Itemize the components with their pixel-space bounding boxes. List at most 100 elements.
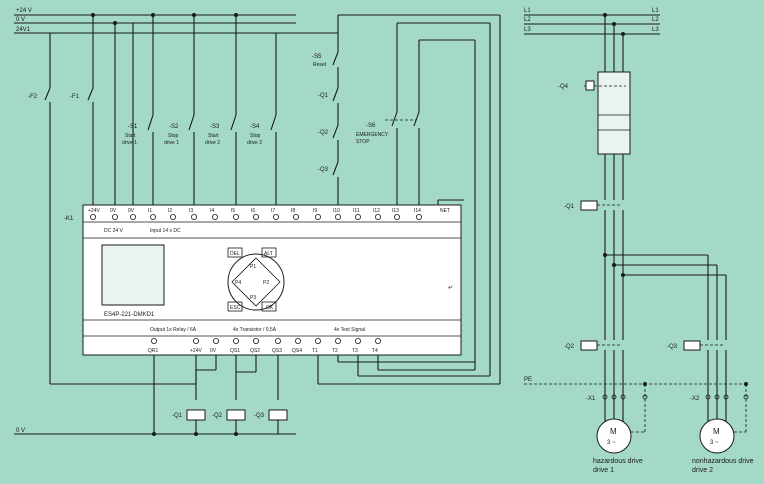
top-terminal-label: 0V [128,208,135,214]
screw-terminal [211,213,218,220]
rail-label-p24: +24 V [16,8,32,14]
input-caption: Input 14 x DC [150,228,181,234]
top-terminal-label: I1 [148,208,152,214]
svg-text:-Q4: -Q4 [558,84,569,90]
top-terminal-label: I11 [353,208,360,214]
svg-text:L1: L1 [652,8,659,14]
motor-1-caption: hazardous drive [593,458,643,465]
coil-q3 [268,409,288,421]
svg-text:M: M [610,427,617,436]
contactor-q3: -Q3 [667,340,727,400]
key-ok: OK [266,305,274,311]
svg-text:L3: L3 [524,27,531,33]
svg-text:drive 1: drive 1 [164,140,179,146]
bottom-terminal-label: 0V [210,348,217,354]
svg-text:Stop: Stop [250,133,261,139]
screw-terminal [150,337,157,344]
svg-text:-S4: -S4 [250,124,260,130]
screw-terminal [149,213,156,220]
svg-text:L2: L2 [524,17,531,23]
bottom-terminal-label: T2 [332,348,338,354]
relay-tag: -K1 [64,216,74,222]
relay-display [101,244,165,306]
svg-text:-Q3: -Q3 [254,413,265,419]
bottom-terminal-label: +24V [190,348,202,354]
pushbutton-s4: -S4 Stop drive 2 [247,33,277,210]
svg-text:-S3: -S3 [210,124,220,130]
key-del: DEL [230,251,240,257]
top-terminal-label: I7 [271,208,275,214]
out-transistor-caption: 4x Transistor / 0,5A [233,327,277,333]
svg-text:drive 1: drive 1 [593,467,614,474]
top-terminal-label: 0V [110,208,117,214]
svg-text:PE: PE [524,377,532,383]
svg-text:-X2: -X2 [690,396,700,402]
contactor-q1: -Q1 [564,200,624,340]
top-terminal-label: I9 [313,208,317,214]
relay-arrow-icon: ⤶ [448,282,453,291]
svg-text:drive 2: drive 2 [247,140,262,146]
svg-text:drive 2: drive 2 [205,140,220,146]
svg-text:-Q2: -Q2 [564,344,575,350]
top-terminal-label: I5 [231,208,235,214]
screw-terminal [232,213,239,220]
pe-line: PE [524,377,748,432]
svg-text:3 ~: 3 ~ [607,440,616,446]
screw-terminal [232,337,239,344]
top-terminal-label: I8 [291,208,295,214]
screw-terminal [334,213,341,220]
screw-terminal [272,213,279,220]
svg-text:-Q1: -Q1 [564,204,575,210]
fuse-f1: -F1 [70,15,94,210]
screw-terminal [374,337,381,344]
screw-terminal [354,337,361,344]
svg-text:3 ~: 3 ~ [710,440,719,446]
svg-text:EMERGENCY: EMERGENCY [356,132,389,138]
fuse-f2: -F2 [28,33,196,385]
svg-text:P1: P1 [250,264,256,270]
fuse-f1-label: -F1 [70,94,80,100]
svg-text:drive 1: drive 1 [122,140,137,146]
top-terminal-label: NET [440,208,450,214]
out-relay-caption: Output 1x Relay / 6A [150,327,197,333]
svg-text:Reset: Reset [313,62,327,68]
top-terminal-label: +24V [88,208,100,214]
bottom-terminal-label: T4 [372,348,378,354]
contactor-q2: -Q2 [564,340,624,400]
screw-terminal [314,213,321,220]
svg-text:-X1: -X1 [586,396,596,402]
bottom-terminal-label: QS4 [292,348,302,354]
svg-text:-Q2: -Q2 [318,130,329,136]
svg-text:P4: P4 [235,280,241,286]
screw-terminal [292,213,299,220]
terminal-x1: -X1 [586,394,648,424]
terminal-x2: -X2 [690,394,749,424]
supply-caption: DC 24 V [104,228,124,234]
screw-terminal [374,213,381,220]
svg-text:-Q1: -Q1 [318,93,329,99]
test-caption: 4x Test Signal [334,327,365,333]
svg-text:Start: Start [125,133,136,139]
svg-text:drive 2: drive 2 [692,467,713,474]
svg-text:L2: L2 [652,17,659,23]
top-terminal-label: I6 [251,208,255,214]
screw-terminal [252,337,259,344]
rail-label-0v: 0 V [16,17,25,23]
key-esc: ESC [230,305,241,311]
screw-terminal [212,337,219,344]
screw-terminal [415,213,422,220]
top-terminal-label: I2 [168,208,172,214]
fuse-f2-label: -F2 [28,94,38,100]
svg-text:-Q2: -Q2 [212,413,223,419]
bottom-terminal-label: QR1 [148,348,159,354]
screw-terminal [274,337,281,344]
svg-text:-S6: -S6 [366,123,376,129]
svg-text:-Q1: -Q1 [172,413,183,419]
svg-text:L3: L3 [652,27,659,33]
svg-text:Stop: Stop [168,133,179,139]
supply-rails: +24 V 0 V 24V1 [14,8,296,34]
screw-terminal [190,213,197,220]
svg-text:P3: P3 [250,295,256,301]
reset-feedback-chain: -S5 Reset -Q1 -Q2 -Q3 [296,32,339,210]
